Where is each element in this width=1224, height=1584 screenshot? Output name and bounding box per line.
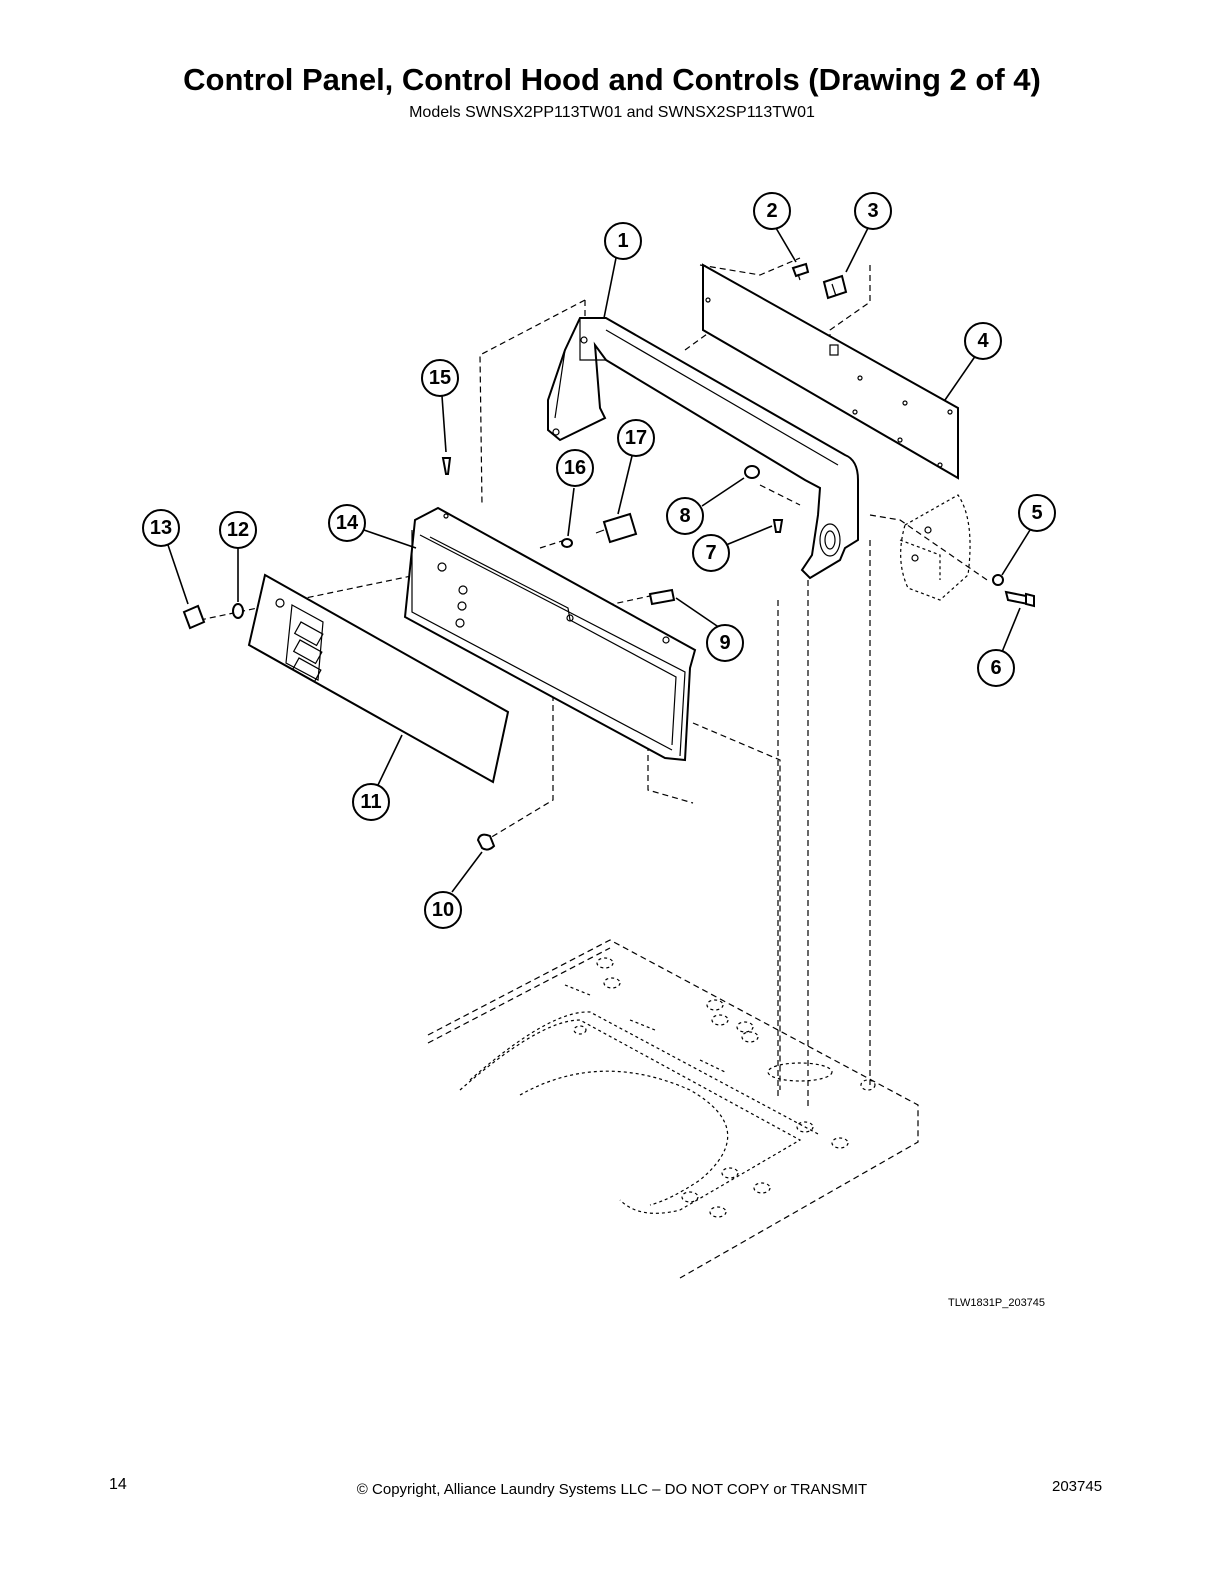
copyright-notice: © Copyright, Alliance Laundry Systems LL… [356, 1481, 868, 1498]
callout-3: 3 [854, 192, 892, 230]
knob-part-13 [182, 604, 206, 630]
switch-part-17 [595, 512, 638, 544]
screw-part-15 [441, 457, 452, 475]
page-number: 14 [109, 1476, 127, 1493]
leader-lines [167, 227, 1031, 893]
drawing-id-label: TLW1831P_203745 [948, 1297, 1046, 1309]
callout-5: 5 [1018, 494, 1056, 532]
callout-9: 9 [706, 624, 744, 662]
page-subtitle: Models SWNSX2PP113TW01 and SWNSX2SP113TW… [409, 104, 815, 121]
callout-label: 3 [867, 200, 878, 222]
callout-label: 11 [360, 791, 381, 813]
control-hood [547, 317, 859, 580]
side-mounting-plate [899, 494, 971, 601]
callout-16: 16 [556, 449, 594, 487]
callout-2: 2 [753, 192, 791, 230]
screw-part-2 [791, 262, 810, 281]
callout-label: 13 [150, 517, 172, 539]
cabinet-top-outline [427, 939, 919, 1279]
callout-label: 1 [617, 230, 628, 252]
callout-label: 12 [227, 519, 249, 541]
callout-15: 15 [421, 359, 459, 397]
callout-label: 6 [990, 657, 1001, 679]
washer-part-12 [232, 603, 244, 619]
callout-1: 1 [604, 222, 642, 260]
callout-label: 7 [705, 542, 716, 564]
overlay-decal [247, 573, 510, 784]
screw-part-7 [772, 519, 784, 533]
callout-label: 14 [336, 512, 359, 534]
plug-button-part-10 [476, 833, 496, 851]
callout-4: 4 [964, 322, 1002, 360]
rear-bracket-plate [702, 263, 959, 480]
callout-13: 13 [142, 509, 180, 547]
lamp-part-9 [648, 588, 676, 606]
control-panel [403, 506, 697, 762]
callout-label: 2 [766, 200, 777, 222]
callout-label: 8 [679, 505, 690, 527]
callout-label: 15 [429, 367, 451, 389]
callout-12: 12 [219, 511, 257, 549]
grommet-part-8 [744, 465, 760, 479]
callout-label: 5 [1031, 502, 1042, 524]
document-number: 203745 [1052, 1478, 1103, 1495]
bolt-part-6 [1004, 590, 1035, 608]
callout-8: 8 [666, 497, 704, 535]
callout-11: 11 [352, 783, 390, 821]
callout-label: 17 [625, 427, 647, 449]
clip-part-3 [822, 274, 848, 300]
callout-6: 6 [977, 649, 1015, 687]
alignment-lines [199, 257, 991, 1110]
callout-label: 16 [564, 457, 586, 479]
callout-10: 10 [424, 891, 462, 929]
callout-7: 7 [692, 534, 730, 572]
callout-label: 4 [977, 330, 989, 352]
page-title: Control Panel, Control Hood and Controls… [183, 62, 1041, 97]
washer-part-16 [561, 538, 573, 548]
callout-label: 9 [719, 632, 730, 654]
lock-nut-part-5 [992, 574, 1004, 586]
callout-17: 17 [617, 419, 655, 457]
callout-label: 10 [432, 899, 454, 921]
callout-14: 14 [328, 504, 366, 542]
